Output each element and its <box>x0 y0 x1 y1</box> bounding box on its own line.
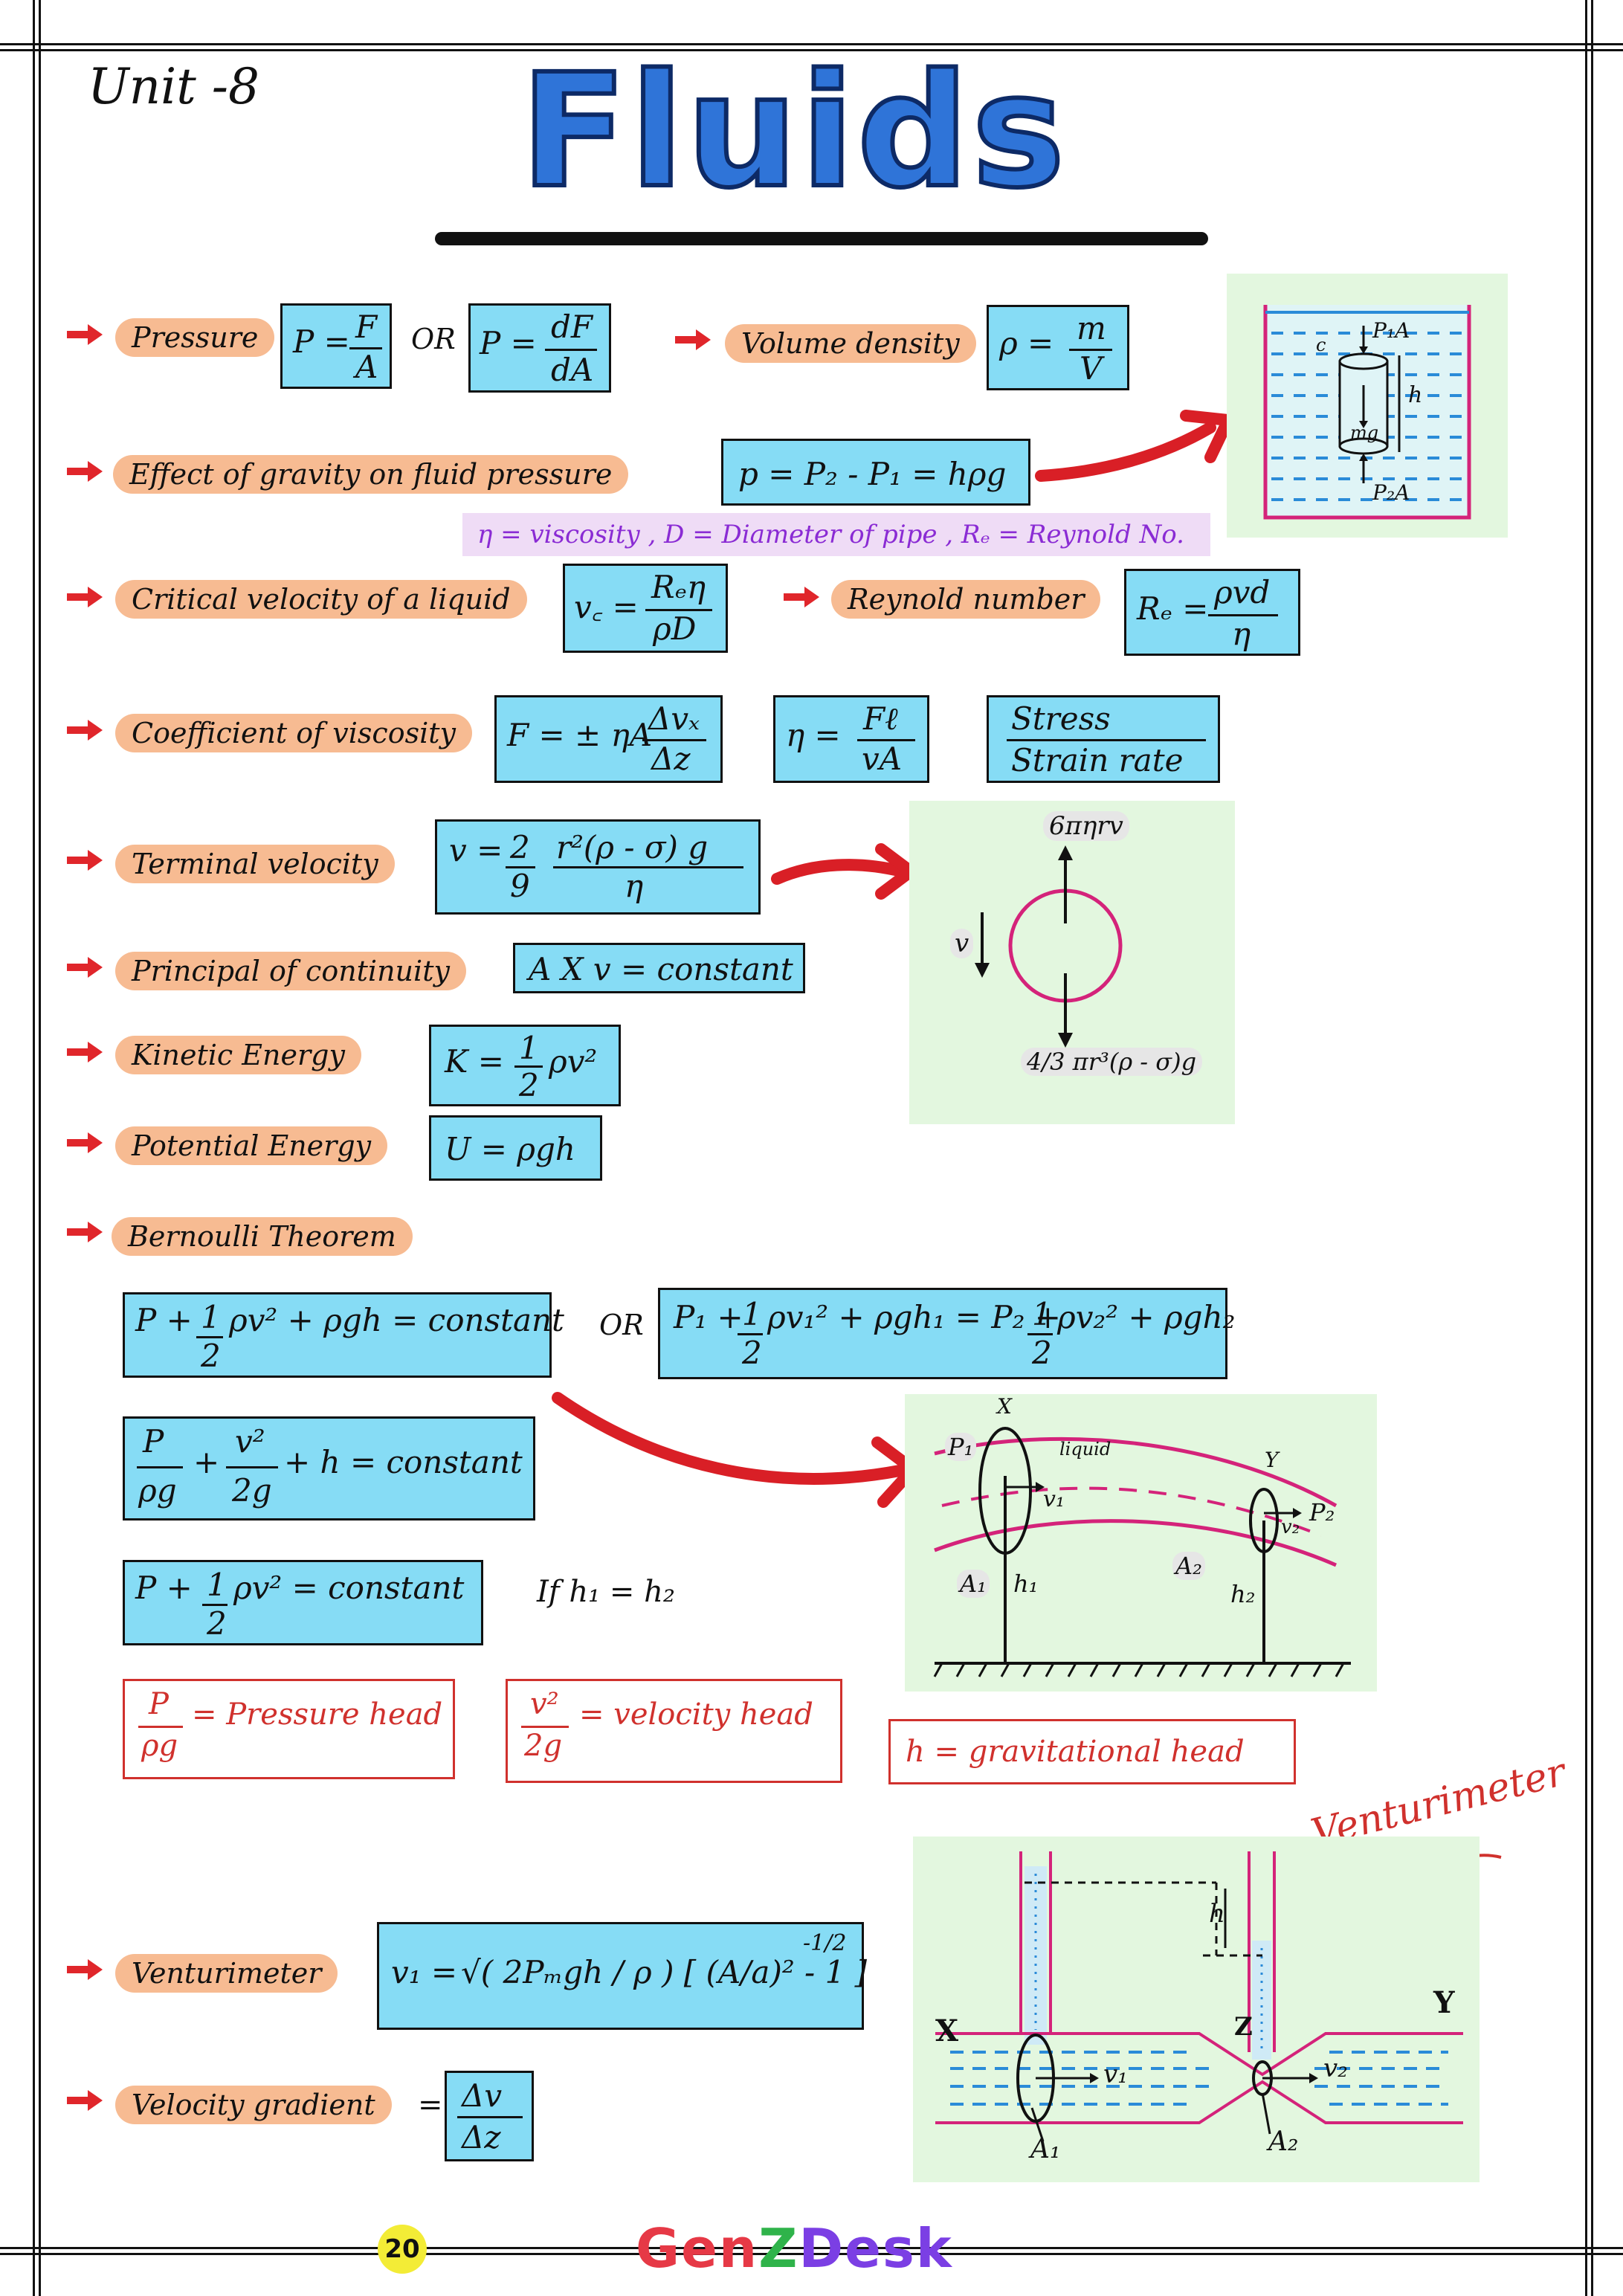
bernoulli-pipe-diagram: X Y P₁ P₂ liquid v₁ v₂ A₁ h₁ A₂ h₂ <box>905 1394 1377 1692</box>
bullet-arrow-icon <box>675 329 711 350</box>
velocity-head-box: v² 2g = velocity head <box>506 1679 842 1783</box>
formula-density: ρ = m V <box>987 305 1129 390</box>
bullet-arrow-icon <box>67 957 103 978</box>
formula-viscosity-3: Stress Strain rate <box>987 695 1220 783</box>
brand-logo: GenZDesk <box>636 2217 953 2280</box>
label-pressure: Pressure <box>115 318 275 357</box>
frame-top-line <box>0 43 1623 45</box>
formula-bernoulli-1: P + 1 2 ρv² + ρgh = constant <box>123 1292 564 1378</box>
formula-venturimeter: v₁ = √( 2Pₘgh / ρ ) [ (A/a)² - 1 ] -1/2 <box>377 1922 867 2030</box>
formula-reynold: Rₑ = ρvd η <box>1124 569 1300 656</box>
page-number: 20 <box>378 2225 427 2274</box>
curved-arrow-icon <box>771 843 917 900</box>
frame-right-line <box>1585 0 1587 2296</box>
label-reynold-number: Reynold number <box>831 580 1101 619</box>
formula-gravity: p = P₂ - P₁ = hρg <box>721 439 1030 506</box>
curved-arrow-icon <box>552 1392 919 1508</box>
label-volume-density: Volume density <box>725 324 976 363</box>
bullet-arrow-icon <box>67 461 103 482</box>
formula-continuity: A X v = constant <box>513 943 805 993</box>
formula-bernoulli-3: P ρg + v² 2g + h = constant <box>123 1416 535 1521</box>
bullet-arrow-icon <box>67 850 103 871</box>
label-gravity-effect: Effect of gravity on fluid pressure <box>113 455 629 494</box>
beaker-diagram: c P₁A h mg P₂A <box>1227 274 1508 538</box>
gravitational-head-box: h = gravitational head <box>888 1719 1296 1784</box>
curved-arrow-icon <box>1035 410 1234 482</box>
frame-left-line <box>33 0 35 2296</box>
label-viscosity-coefficient: Coefficient of viscosity <box>115 714 472 752</box>
unit-label: Unit -8 <box>88 58 260 115</box>
condition-text: If h₁ = h₂ <box>537 1575 675 1609</box>
sphere-diagram: 6πηrv v 4/3 πr³(ρ - σ)g <box>909 801 1235 1124</box>
frame-left-line-2 <box>39 0 41 2296</box>
label-bernoulli: Bernoulli Theorem <box>112 1217 413 1256</box>
formula-terminal-velocity: v = 2 9 r²(ρ - σ) g η <box>435 819 761 915</box>
formula-potential-energy: U = ρgh <box>429 1115 602 1181</box>
equals-sign: = <box>418 2088 443 2122</box>
formula-pressure-1: P = F A <box>280 303 392 389</box>
frame-right-line-2 <box>1591 0 1593 2296</box>
formula-kinetic-energy: K = 1 2 ρv² <box>429 1025 621 1106</box>
bullet-arrow-icon <box>67 1959 103 1980</box>
bullet-arrow-icon <box>67 1042 103 1062</box>
frame-bottom-line-2 <box>0 2253 1623 2255</box>
bullet-arrow-icon <box>67 720 103 741</box>
bullet-arrow-icon <box>67 1222 103 1242</box>
formula-velocity-gradient: Δv Δz <box>445 2071 534 2161</box>
formula-viscosity-2: η = Fℓ vA <box>773 695 929 783</box>
bullet-arrow-icon <box>67 324 103 345</box>
page-title: Fluids <box>518 40 1068 222</box>
label-critical-velocity: Critical velocity of a liquid <box>115 580 527 619</box>
definition-note: η = viscosity , D = Diameter of pipe , R… <box>462 513 1210 556</box>
bullet-arrow-icon <box>67 587 103 607</box>
formula-critical-velocity: v꜀ = Rₑη ρD <box>563 564 728 653</box>
label-potential-energy: Potential Energy <box>115 1126 388 1165</box>
or-text: OR <box>599 1309 644 1341</box>
label-continuity: Principal of continuity <box>115 952 466 990</box>
bullet-arrow-icon <box>67 2090 103 2111</box>
formula-viscosity-1: F = ± ηA Δvₓ Δz <box>494 695 723 783</box>
frame-top-line-2 <box>0 49 1623 51</box>
formula-bernoulli-4: P + 1 2 ρv² = constant <box>123 1560 483 1645</box>
label-kinetic-energy: Kinetic Energy <box>115 1036 361 1074</box>
title-underline <box>435 232 1208 245</box>
venturimeter-diagram: X Y Z h v₁ v₂ A₁ A₂ <box>913 1837 1480 2182</box>
frame-bottom-line <box>0 2247 1623 2249</box>
formula-bernoulli-2: P₁ + 1 2 ρv₁² + ρgh₁ = P₂ + 1 2 ρv₂² + ρ… <box>658 1288 1235 1379</box>
bullet-arrow-icon <box>784 587 819 607</box>
label-velocity-gradient: Velocity gradient <box>115 2086 392 2124</box>
bullet-arrow-icon <box>67 1132 103 1153</box>
label-terminal-velocity: Terminal velocity <box>115 845 395 883</box>
label-venturimeter: Venturimeter <box>115 1954 338 1993</box>
formula-pressure-2: P = dF dA <box>468 303 611 393</box>
pressure-head-box: P ρg = Pressure head <box>123 1679 455 1779</box>
or-text: OR <box>411 323 456 355</box>
